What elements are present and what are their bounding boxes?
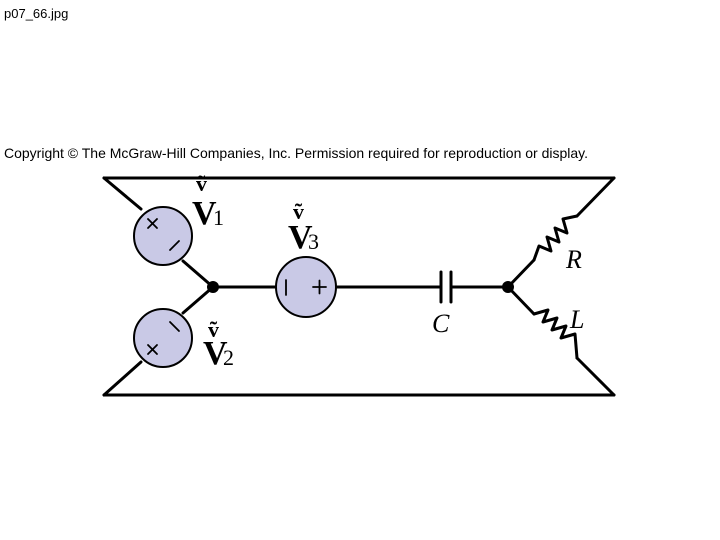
inductor-l <box>532 308 579 360</box>
node-right <box>502 281 514 293</box>
file-name-label: p07_66.jpg <box>4 6 69 21</box>
node-left <box>207 281 219 293</box>
svg-text:ṽ: ṽ <box>208 317 219 342</box>
inductor-to-bottom-right <box>575 356 616 397</box>
label-v3: ṽ V 3 <box>288 199 319 256</box>
v1-plus-sign <box>147 218 158 229</box>
source-v1 <box>133 206 193 266</box>
top-left-diagonal <box>102 176 143 211</box>
v2-minus-sign <box>169 321 180 332</box>
copyright-notice: Copyright © The McGraw-Hill Companies, I… <box>4 145 589 161</box>
v3-plus-sign <box>312 279 327 295</box>
resistor-r <box>532 214 579 262</box>
svg-text:V: V <box>192 195 217 232</box>
label-v1: ṽ V 1 <box>192 171 224 232</box>
label-c: C <box>432 309 450 338</box>
v1-minus-sign <box>169 240 180 251</box>
bottom-left-diagonal <box>102 360 143 397</box>
svg-text:2: 2 <box>223 345 234 370</box>
label-l: L <box>569 305 584 334</box>
svg-text:V: V <box>203 335 228 372</box>
label-v2: ṽ V 2 <box>203 317 234 372</box>
node-right-to-resistor <box>506 258 536 289</box>
capacitor-c <box>439 270 453 304</box>
svg-text:ṽ: ṽ <box>293 199 304 224</box>
node-right-to-inductor <box>506 285 536 316</box>
v2-plus-sign <box>147 344 158 355</box>
svg-text:V: V <box>288 219 313 256</box>
label-r: R <box>565 245 582 274</box>
v1-to-node-left <box>181 259 215 289</box>
svg-text:ṽ: ṽ <box>196 171 207 196</box>
resistor-to-top-right <box>575 176 616 218</box>
v2-to-node-left <box>181 285 215 315</box>
svg-text:1: 1 <box>213 205 224 230</box>
source-v2 <box>133 308 193 368</box>
circuit-wires <box>102 176 616 397</box>
source-v3 <box>275 256 337 318</box>
svg-text:3: 3 <box>308 229 319 254</box>
